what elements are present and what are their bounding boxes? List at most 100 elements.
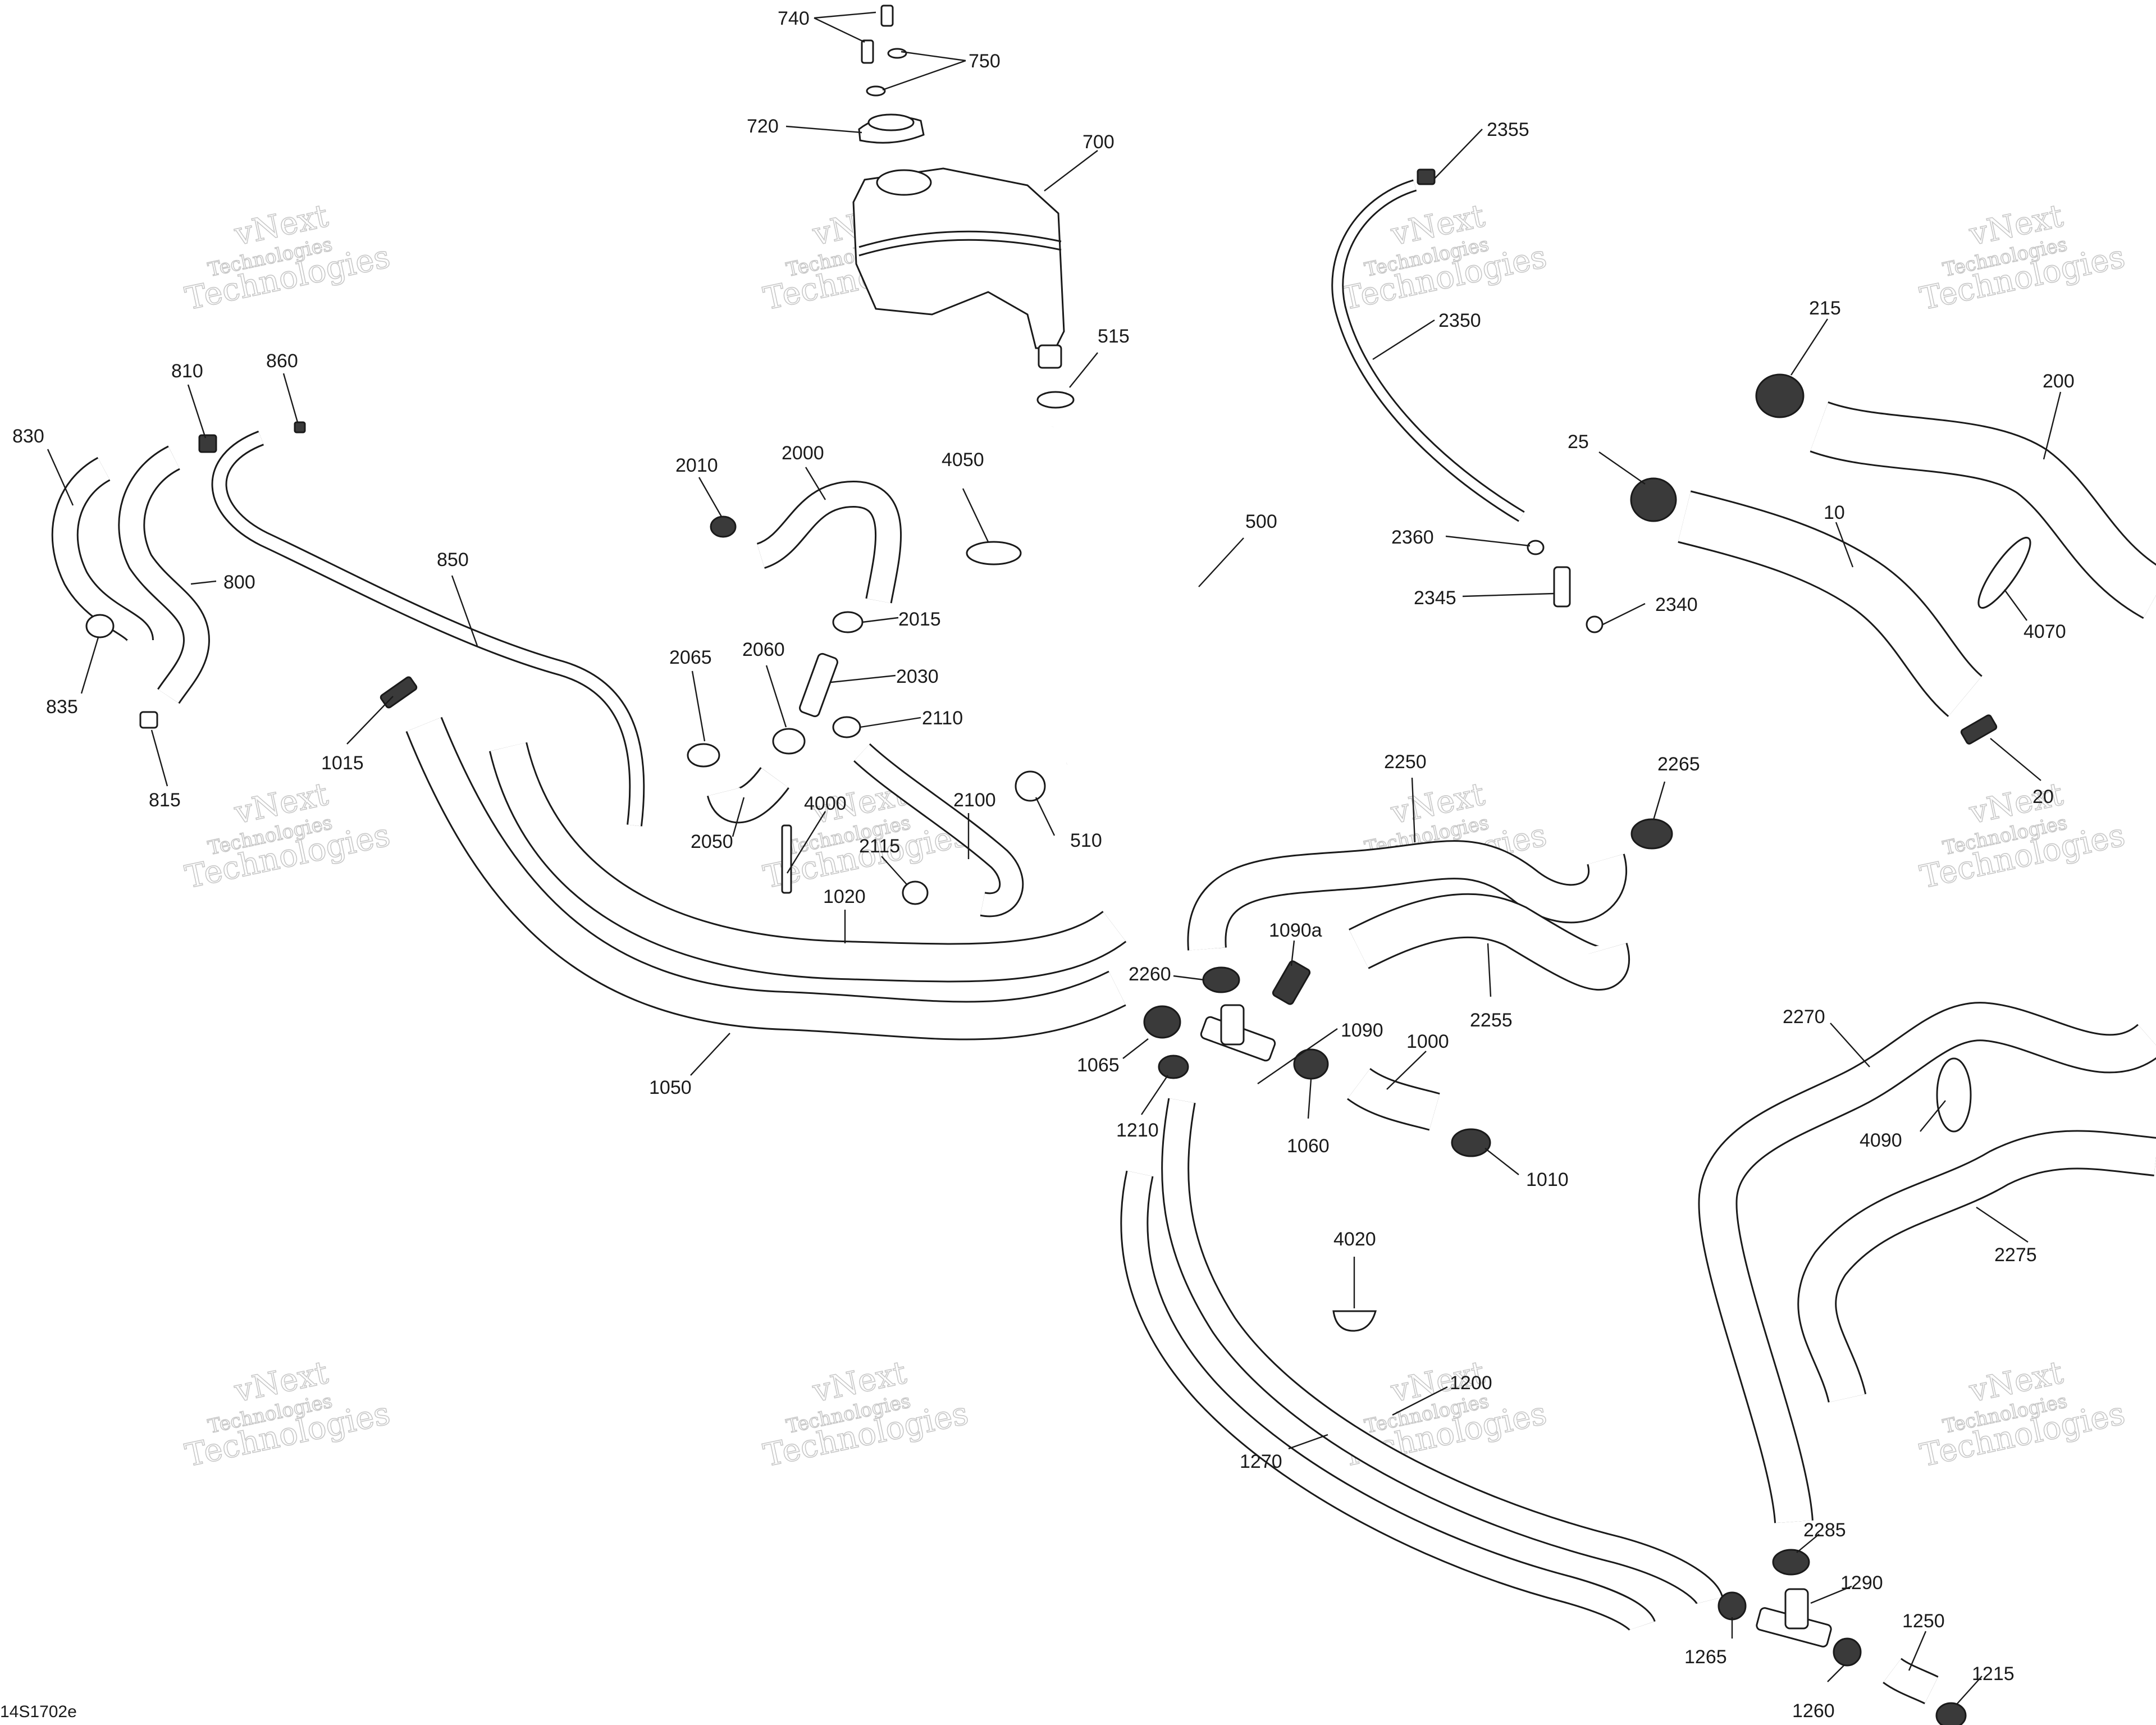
callout-4070: 4070 [2023,621,2066,642]
callout-1010: 1010 [1526,1169,1569,1190]
nipple-2345 [1553,566,1571,608]
callout-750: 750 [969,51,1001,72]
callout-2265: 2265 [1657,754,1700,775]
callout-1200: 1200 [1450,1372,1492,1394]
callout-1215: 1215 [1972,1663,2015,1685]
plug-860 [294,421,306,433]
callout-815: 815 [149,790,181,811]
coolant-tank-700 [852,167,1065,369]
clamp-2060 [772,728,806,755]
clamp-1065 [1143,1005,1181,1039]
callout-200: 200 [2043,371,2075,392]
callout-2345: 2345 [1414,587,1456,609]
callout-4090: 4090 [1860,1130,1902,1151]
tie-4050 [966,541,1022,565]
callout-2100: 2100 [953,790,996,811]
callout-2360: 2360 [1391,527,1434,548]
clamp-2015 [832,611,864,633]
tee-2030 [799,652,838,718]
clamp-1260 [1833,1637,1862,1667]
callout-1000: 1000 [1406,1031,1449,1052]
callout-2355: 2355 [1487,119,1529,140]
tie-4070 [1977,537,2031,609]
callout-2285: 2285 [1803,1519,1846,1541]
parts-layer [51,4,2156,1725]
callout-1020: 1020 [823,886,866,907]
callout-800: 800 [223,572,255,593]
clamp-815 [139,711,158,729]
clamp-510 [1015,770,1046,802]
callout-515: 515 [1098,326,1130,347]
clamp-2260 [1202,966,1240,993]
bolt-740 [861,4,894,64]
clamp-810 [198,434,217,453]
callout-1015: 1015 [321,752,364,774]
figure-id: 14S1702e [0,1703,77,1721]
callout-2015: 2015 [898,609,941,630]
callout-4020: 4020 [1333,1229,1376,1250]
callout-2000: 2000 [782,442,824,464]
callout-1090: 1090 [1341,1020,1383,1041]
callout-2250: 2250 [1384,751,1427,773]
clamp-1210 [1158,1055,1189,1079]
hose-500-inner [1036,426,1231,779]
callout-10: 10 [1824,502,1845,523]
callout-4050: 4050 [942,449,984,471]
callout-2255: 2255 [1470,1010,1513,1031]
callout-2260: 2260 [1129,964,1171,985]
washer-750 [866,48,907,97]
tie-4020 [1332,1310,1377,1332]
callout-1050: 1050 [649,1077,692,1098]
callout-labels: 740 750 720 700 2355 2350 215 200 515 81… [12,8,2075,1722]
callout-2275: 2275 [1994,1244,2037,1266]
fitting-4000 [781,824,792,894]
callout-860: 860 [266,350,298,372]
fitting-20 [1960,714,1998,745]
callout-1210: 1210 [1116,1120,1159,1141]
callout-2110: 2110 [922,708,963,729]
clamp-1265 [1718,1591,1747,1621]
callout-20: 20 [2032,786,2054,807]
sensor-1090a [1272,960,1311,1005]
tee-1090 [1200,1004,1276,1062]
callout-215: 215 [1809,298,1841,319]
callout-2350: 2350 [1438,310,1481,331]
callout-2030: 2030 [896,666,939,687]
tee-1290 [1756,1588,1832,1648]
clamp-2285 [1772,1549,1810,1576]
callout-720: 720 [747,116,779,137]
callout-4000: 4000 [804,793,847,814]
cap-2340 [1586,615,1604,633]
pressure-cap-720 [858,113,925,144]
nut-2360 [1527,540,1545,555]
callout-1065: 1065 [1077,1055,1120,1076]
callout-25: 25 [1568,431,1589,453]
clamp-515 [1036,391,1075,409]
clamp-1215 [1935,1702,1967,1725]
clamp-215 [1755,373,1805,418]
callout-2270: 2270 [1783,1006,1825,1028]
callout-2060: 2060 [742,639,785,660]
callout-2010: 2010 [675,455,718,476]
callout-1260: 1260 [1792,1700,1835,1722]
callout-2050: 2050 [691,831,733,852]
clamp-2115 [902,880,929,905]
callout-2340: 2340 [1655,594,1698,615]
callout-740: 740 [778,8,810,29]
callout-1265: 1265 [1684,1646,1727,1668]
callout-1090a: 1090a [1269,920,1322,941]
callout-810: 810 [171,360,203,382]
clamp-25 [1630,477,1677,522]
clamp-1060 [1293,1048,1329,1080]
clamp-1010 [1451,1128,1491,1157]
clamp-2010 [710,515,737,538]
callout-510: 510 [1070,830,1102,851]
clamp-2065 [687,743,720,768]
callout-1060: 1060 [1287,1135,1330,1157]
callout-1270: 1270 [1240,1451,1282,1472]
